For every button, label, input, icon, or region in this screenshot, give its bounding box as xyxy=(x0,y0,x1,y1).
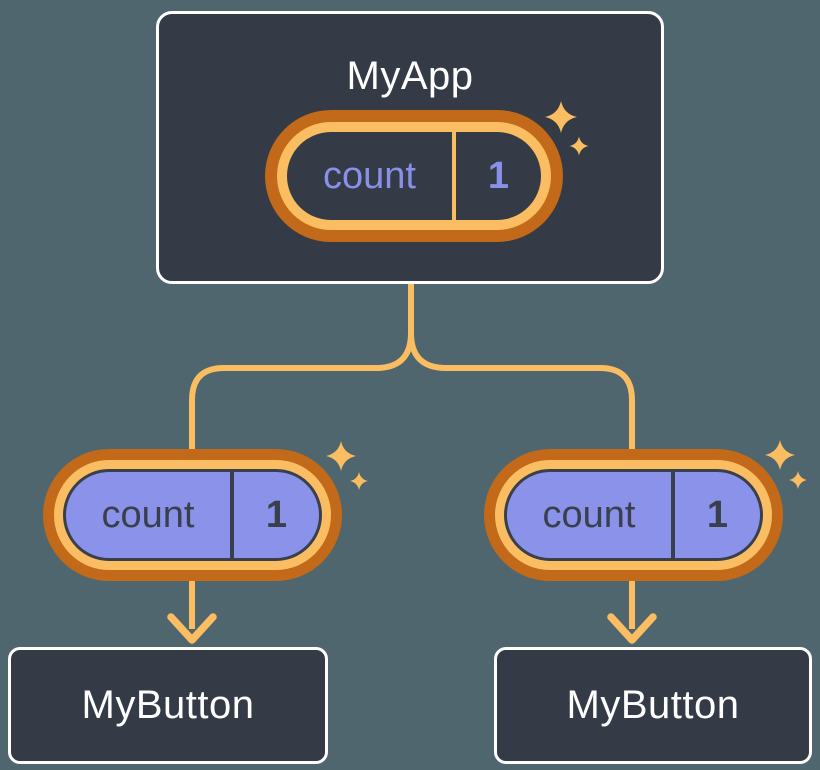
pill-body: count 1 xyxy=(63,469,322,561)
arrow-down-icon xyxy=(167,613,217,644)
state-name-label: count xyxy=(323,154,416,197)
arrow-down-icon xyxy=(607,613,657,644)
right-child-component-node: MyButton xyxy=(494,647,812,764)
pill-ring: count 1 xyxy=(54,460,331,570)
pill-ring: count 1 xyxy=(495,460,772,570)
pill-body: count 1 xyxy=(287,132,541,220)
root-component-title: MyApp xyxy=(346,54,474,98)
sparkles-icon xyxy=(765,440,795,470)
right-child-component-title: MyButton xyxy=(566,683,740,727)
root-state-pill: count 1 xyxy=(265,110,563,242)
connector-left-branch xyxy=(189,284,414,455)
pill-body: count 1 xyxy=(504,469,763,561)
pill-divider xyxy=(230,472,234,558)
right-prop-pill: count 1 xyxy=(484,449,783,581)
sparkles-icon xyxy=(326,441,356,471)
prop-name-label: count xyxy=(101,493,195,536)
sparkles-icon xyxy=(350,472,368,490)
prop-name-label: count xyxy=(542,493,636,536)
prop-value: 1 xyxy=(265,493,288,536)
state-value: 1 xyxy=(487,154,510,197)
sparkles-icon xyxy=(789,471,807,489)
pill-ring: count 1 xyxy=(277,122,551,230)
left-prop-pill: count 1 xyxy=(43,449,342,581)
prop-value: 1 xyxy=(706,493,729,536)
connector-right-branch xyxy=(408,284,635,455)
left-child-component-node: MyButton xyxy=(8,647,328,764)
pill-divider xyxy=(671,472,675,558)
left-child-component-title: MyButton xyxy=(81,683,255,727)
pill-divider xyxy=(452,132,456,220)
